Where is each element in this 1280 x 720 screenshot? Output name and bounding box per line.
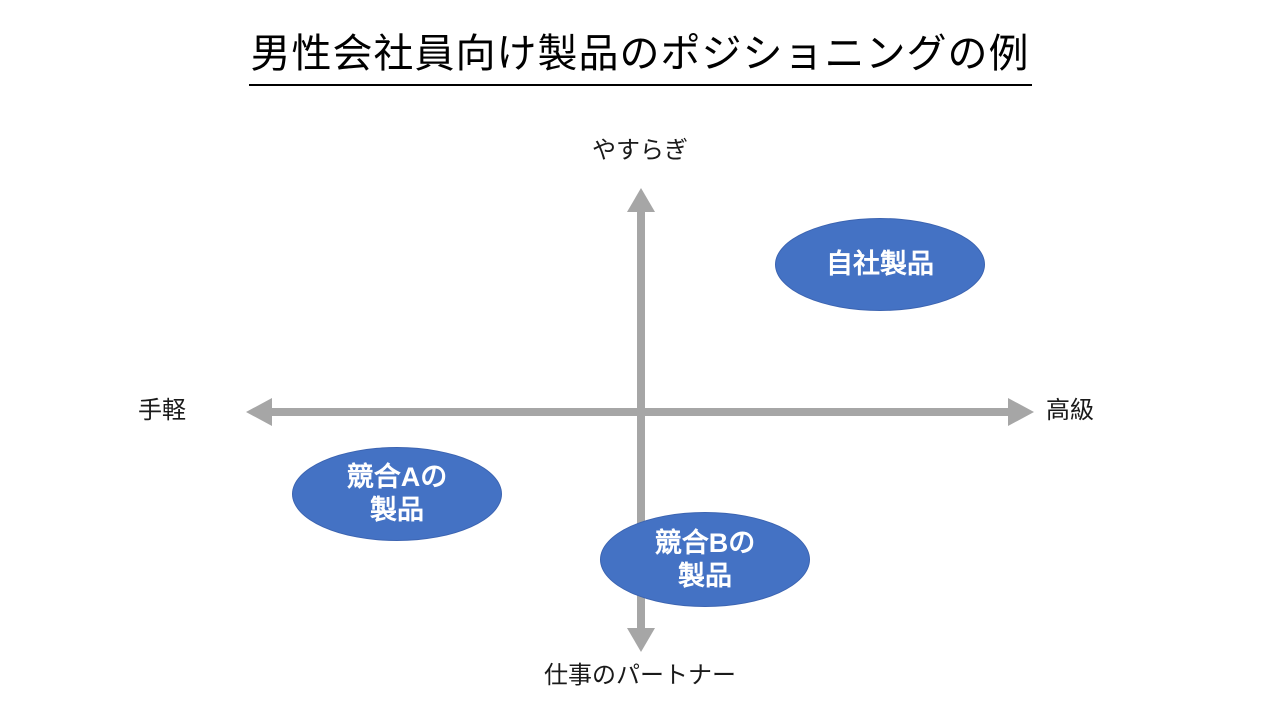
bubble-rival-b-product[interactable]: 競合Bの 製品 [600,512,810,607]
axis-label-left: 手軽 [138,397,186,424]
bubble-rival-a-product[interactable]: 競合Aの 製品 [292,447,502,541]
slide-title-block: 男性会社員向け製品のポジショニングの例 [0,28,1280,86]
page-title: 男性会社員向け製品のポジショニングの例 [248,28,1032,86]
axis-arrow-right-icon [1008,398,1034,426]
bubble-rival-a-product-label: 競合Aの 製品 [346,462,448,525]
bubble-own-product[interactable]: 自社製品 [775,218,985,311]
axis-arrow-down-icon [627,628,655,652]
bubble-rival-b-product-label: 競合Bの 製品 [654,527,756,591]
axis-label-bottom: 仕事のパートナー [544,662,736,689]
bubble-own-product-label: 自社製品 [826,249,934,279]
axis-label-top: やすらぎ [592,137,688,164]
axis-label-right: 高級 [1046,397,1094,424]
vertical-axis [627,188,655,652]
axis-arrow-up-icon [627,188,655,212]
axis-arrow-left-icon [246,398,272,426]
